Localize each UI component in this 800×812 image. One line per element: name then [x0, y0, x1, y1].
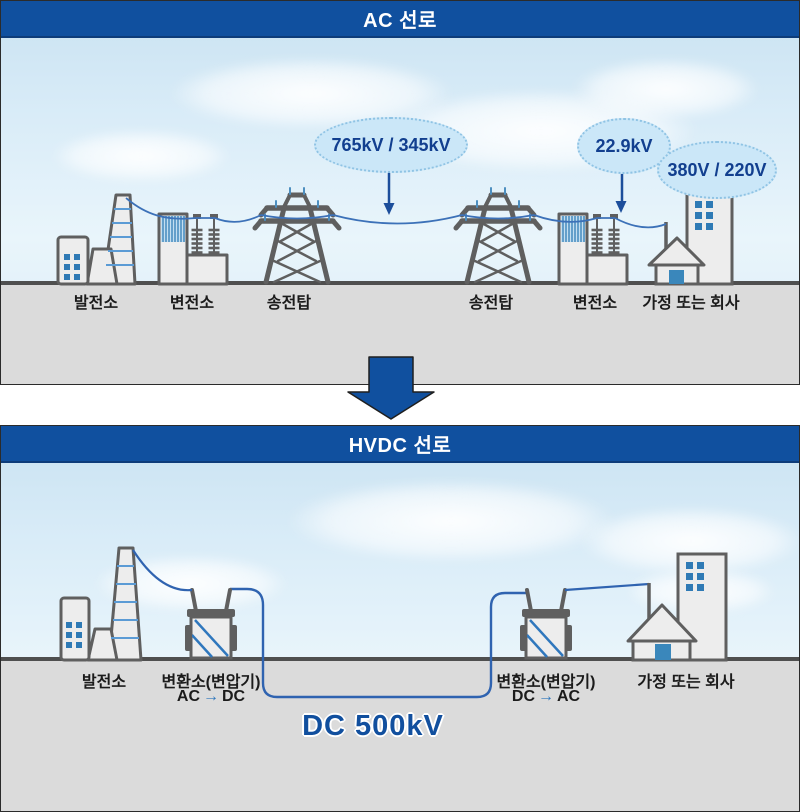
house-door	[655, 644, 671, 660]
label-substation-1: 변전소	[169, 295, 215, 312]
plant-building	[56, 235, 90, 286]
label-conversion-dc-ac: DC→AC	[512, 688, 580, 706]
substation-graphic	[557, 212, 629, 286]
voltage-badge-transmission: 765kV / 345kV	[314, 117, 468, 173]
plant-windows	[64, 254, 80, 280]
cooling-tower	[86, 627, 119, 662]
voltage-text: 380V / 220V	[667, 159, 767, 180]
ac-panel-header: AC 선로	[1, 1, 799, 38]
substation-graphic	[157, 212, 229, 286]
hvdc-panel-title: HVDC 선로	[348, 435, 452, 457]
conversion-to: DC	[222, 688, 246, 705]
building-windows	[686, 562, 704, 591]
voltage-text: 22.9kV	[595, 135, 653, 156]
transmission-tower-graphic	[252, 187, 342, 285]
dc-voltage-label: DC 500kV	[302, 710, 444, 742]
hvdc-scene: 발전소 변환소(변압기) AC→DC 변환소(변압기) DC→AC 가정 또는 …	[1, 426, 799, 811]
cloud	[61, 546, 321, 621]
plant-building	[59, 596, 91, 662]
house-building-graphic	[647, 191, 734, 286]
right-arrow-icon: →	[538, 688, 554, 705]
power-plant-graphic	[59, 546, 143, 662]
voltage-badge-distribution: 22.9kV	[577, 118, 671, 174]
voltage-text: 765kV / 345kV	[331, 134, 451, 155]
label-tower-1: 송전탑	[266, 295, 312, 312]
power-plant-graphic	[56, 193, 137, 286]
conversion-from: AC	[176, 688, 200, 705]
converter-station-graphic	[520, 588, 572, 660]
hvdc-scene-graphic	[1, 546, 799, 811]
chimney	[107, 546, 143, 662]
ac-scene: 765kV / 345kV 22.9kV 380V / 220V 발전소 변전소…	[1, 1, 799, 384]
transmission-tower-graphic	[453, 187, 543, 285]
cloud	[541, 49, 791, 129]
label-converter-2: 변환소(변압기)	[496, 674, 596, 691]
hvdc-panel: HVDC 선로	[0, 425, 800, 812]
house-roof	[626, 603, 698, 643]
label-home-company: 가정 또는 회사	[637, 674, 735, 691]
voltage-arrow	[615, 172, 627, 213]
label-converter-1: 변환소(변압기)	[161, 674, 261, 691]
ac-panel: AC 선로	[0, 0, 800, 385]
building-windows	[695, 201, 713, 230]
voltage-badge-consumer: 380V / 220V	[657, 141, 777, 199]
chimney-stripes	[111, 565, 139, 639]
voltage-arrow	[383, 171, 395, 215]
plant-windows	[66, 622, 82, 648]
cooling-tower	[85, 247, 119, 286]
hvdc-power-line	[132, 549, 650, 592]
ac-power-line	[125, 197, 667, 229]
label-power-plant: 발전소	[81, 674, 127, 691]
converter-station-graphic	[185, 588, 237, 660]
house-building-graphic	[626, 552, 728, 662]
ground-line	[1, 657, 799, 661]
hvdc-panel-header: HVDC 선로	[1, 426, 799, 463]
insulators	[191, 214, 220, 255]
label-tower-2: 송전탑	[468, 295, 514, 312]
cloud	[21, 121, 261, 191]
ac-panel-title: AC 선로	[363, 10, 437, 32]
ground	[1, 661, 799, 811]
label-power-plant: 발전소	[73, 295, 119, 312]
conversion-from: DC	[511, 688, 535, 705]
conversion-to: AC	[557, 688, 581, 705]
chimney-stripes	[106, 208, 134, 266]
house-roof	[647, 236, 706, 267]
label-substation-2: 변전소	[572, 295, 618, 312]
ground-line	[1, 281, 799, 285]
label-home-company: 가정 또는 회사	[642, 295, 740, 312]
house-door	[669, 270, 684, 284]
label-conversion-ac-dc: AC→DC	[177, 688, 245, 706]
down-arrow-icon	[347, 356, 435, 420]
underground-dc-cable	[230, 587, 527, 699]
right-arrow-icon: →	[203, 688, 219, 705]
stripes	[162, 216, 185, 242]
